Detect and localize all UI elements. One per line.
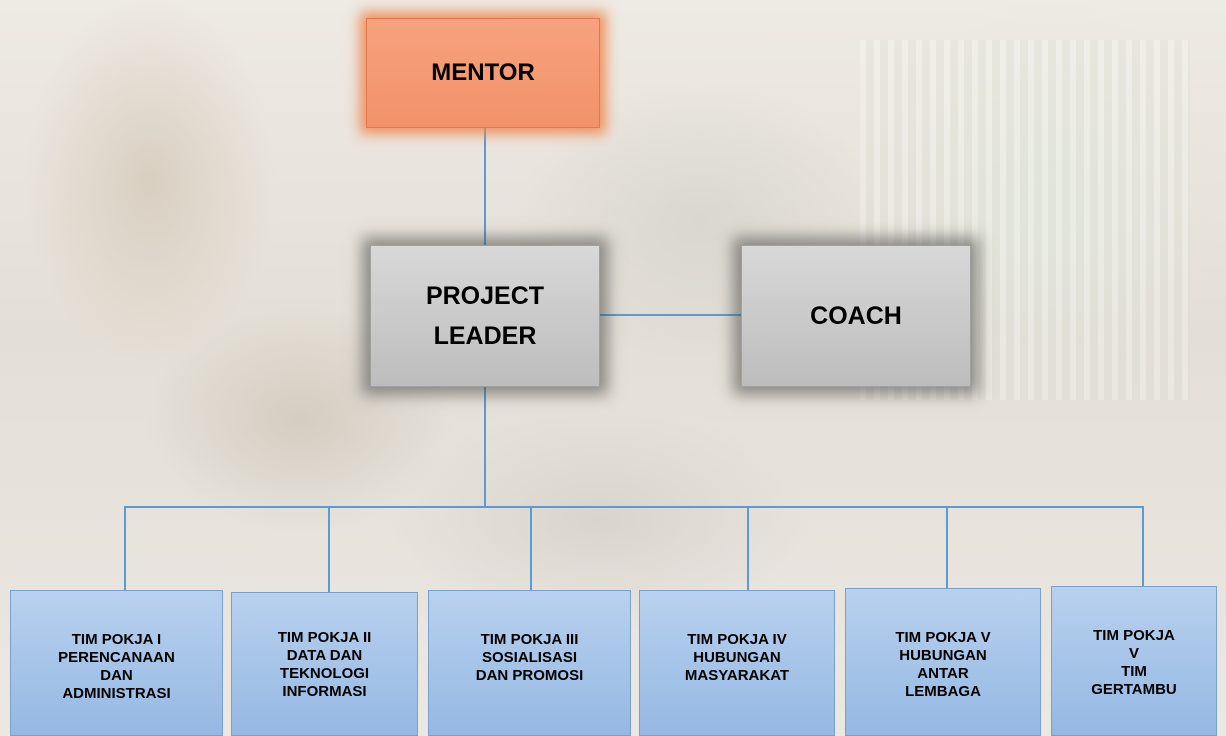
node-team-6: TIM POKJA V TIM GERTAMBU [1051,586,1217,736]
connector-team-4 [747,506,749,590]
team-2-line3: TEKNOLOGI [279,665,370,682]
team-6-line1: TIM POKJA [1093,627,1175,644]
team-4-line3: MASYARAKAT [684,667,790,684]
team-4-line2: HUBUNGAN [693,649,781,666]
team-2-line2: DATA DAN [286,647,363,664]
team-2-line1: TIM POKJA II [277,629,372,646]
node-project-leader-line1: PROJECT [425,282,545,310]
node-coach: COACH [741,245,971,387]
node-project-leader-line2: LEADER [433,322,537,350]
connector-team-2 [328,506,330,592]
team-3-line1: TIM POKJA III [480,631,579,648]
node-project-leader: PROJECT LEADER [370,245,600,387]
node-mentor-label: MENTOR [431,59,535,86]
team-1-line4: ADMINISTRASI [62,685,171,702]
team-5-line1: TIM POKJA V [895,629,991,646]
connector-team-bus [124,506,1144,508]
team-5-line2: HUBUNGAN [899,647,987,664]
team-3-line3: DAN PROMOSI [475,667,584,684]
team-4-line1: TIM POKJA IV [687,631,787,648]
team-5-line3: ANTAR [917,665,969,682]
node-team-4: TIM POKJA IV HUBUNGAN MASYARAKAT [639,590,835,736]
team-6-line2: V [1128,645,1139,662]
node-team-3: TIM POKJA III SOSIALISASI DAN PROMOSI [428,590,631,736]
team-1-line3: DAN [100,667,133,684]
node-team-2: TIM POKJA II DATA DAN TEKNOLOGI INFORMAS… [231,592,418,736]
team-1-line2: PERENCANAAN [58,649,175,666]
connector-leader-coach [600,314,741,316]
team-6-line4: GERTAMBU [1091,681,1177,698]
team-2-line4: INFORMASI [282,683,367,700]
team-5-line4: LEMBAGA [905,683,981,700]
team-6-line3: TIM [1121,663,1147,680]
connector-mentor-leader [484,128,486,245]
team-3-line2: SOSIALISASI [481,649,577,666]
connector-team-1 [124,506,126,590]
node-coach-label: COACH [810,302,902,330]
connector-team-3 [530,506,532,590]
connector-team-5 [946,506,948,588]
team-1-line1: TIM POKJA I [71,631,162,648]
node-team-5: TIM POKJA V HUBUNGAN ANTAR LEMBAGA [845,588,1041,736]
node-mentor: MENTOR [366,18,600,128]
node-team-1: TIM POKJA I PERENCANAAN DAN ADMINISTRASI [10,590,223,736]
connector-team-6 [1142,506,1144,586]
connector-leader-teams [484,387,486,507]
